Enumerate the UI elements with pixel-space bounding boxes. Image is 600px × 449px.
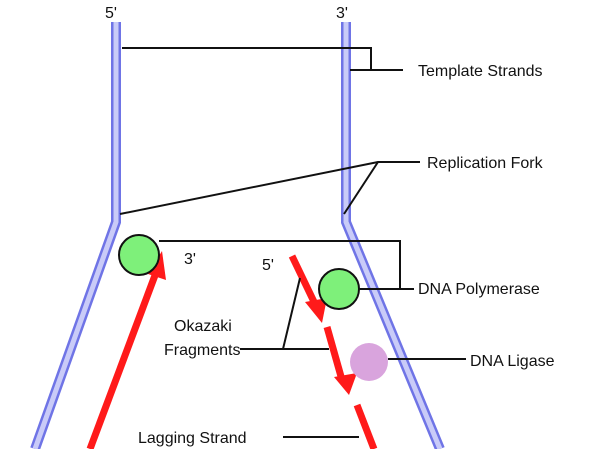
template-strands	[30, 22, 445, 449]
dna-ligase-label: DNA Ligase	[470, 353, 555, 370]
lagging-strand-fragments	[288, 254, 378, 449]
template-strands-leader	[122, 47, 403, 71]
dna-ligase	[350, 343, 388, 381]
replication-fork-leader-left	[119, 161, 420, 215]
okazaki-fragment-1-arrowhead	[305, 298, 327, 323]
lagging-dna-polymerase	[318, 268, 360, 310]
leading-strand-end-label: 3'	[184, 251, 196, 268]
leader-lines	[119, 47, 466, 438]
template-strands-label: Template Strands	[418, 63, 543, 80]
right-strand-top-end-label: 3'	[336, 5, 348, 22]
right-template-strand-outline	[341, 22, 445, 449]
leading-strand	[86, 251, 166, 449]
okazaki-fragment-3	[353, 403, 378, 449]
replication-fork-label: Replication Fork	[427, 155, 544, 172]
left-template-strand-fill	[32, 22, 119, 449]
left-template-strand-outline	[30, 22, 121, 449]
okazaki-fragment-1	[288, 254, 320, 308]
okazaki-fragment-2-arrowhead	[334, 373, 357, 395]
left-strand-top-end-label: 5'	[105, 5, 117, 22]
lagging-strand-end-label: 5'	[262, 257, 274, 274]
replication-fork-leader-right	[343, 161, 379, 215]
okazaki-fragments-label-line1: Okazaki	[174, 318, 232, 335]
leading-dna-polymerase	[118, 234, 160, 276]
okazaki-fragments-label-line2: Fragments	[164, 342, 240, 359]
dna-polymerase-label: DNA Polymerase	[418, 281, 540, 298]
okazaki-fragment-2	[323, 326, 346, 381]
lagging-strand-label: Lagging Strand	[138, 430, 247, 447]
leading-strand-line	[86, 268, 161, 449]
right-template-strand-fill	[343, 22, 443, 449]
